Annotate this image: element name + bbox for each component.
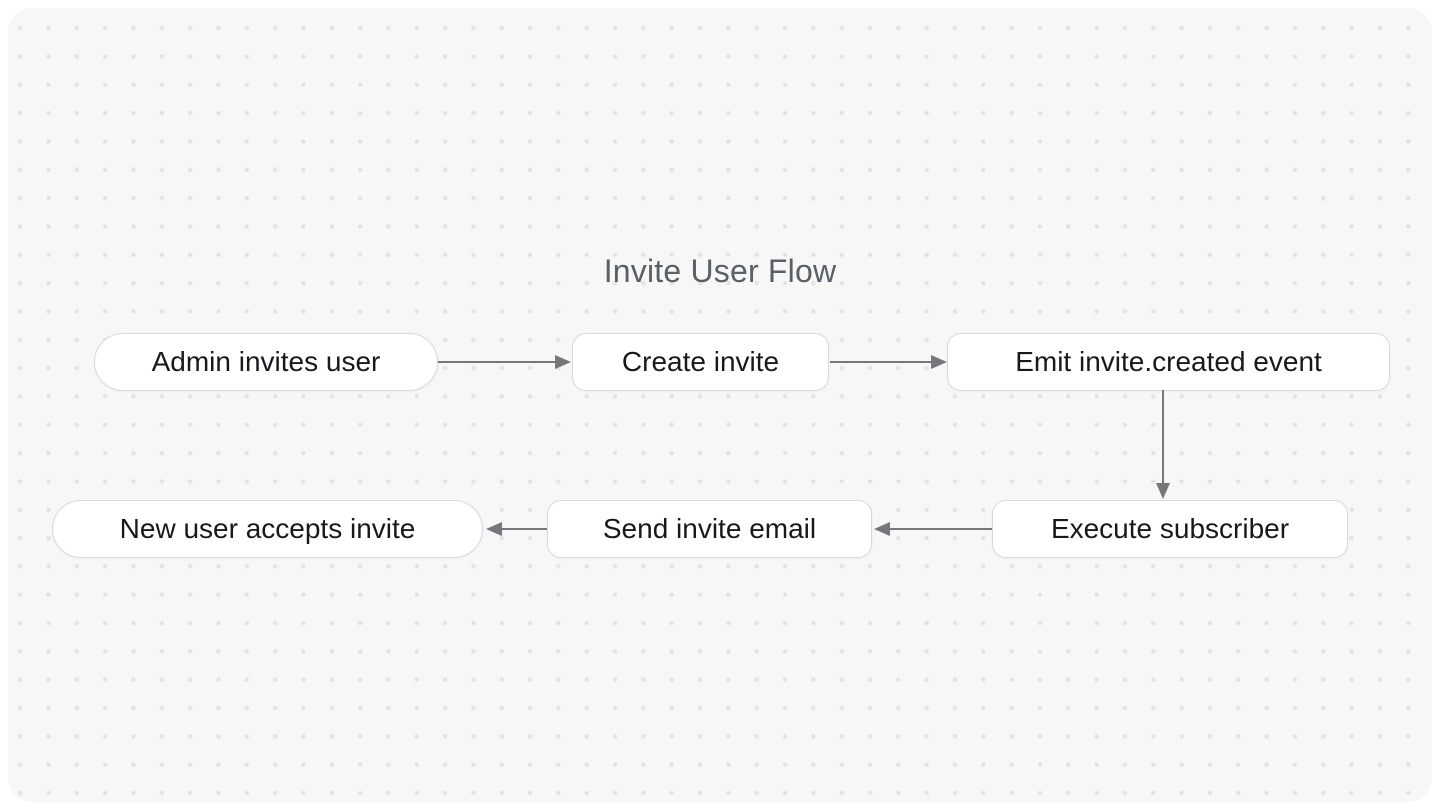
arrowhead-left-icon — [874, 522, 890, 536]
arrowhead-down-icon — [1156, 483, 1170, 499]
edge-emit-event-to-execute-subscriber — [1156, 390, 1170, 499]
node-admin-invites-user[interactable]: Admin invites user — [94, 333, 438, 391]
node-create-invite[interactable]: Create invite — [572, 333, 829, 391]
arrowhead-right-icon — [555, 355, 571, 369]
diagram-canvas[interactable]: Invite User Flow Admin invites user Crea… — [8, 8, 1432, 802]
edge-line — [1161, 390, 1165, 487]
diagram-title: Invite User Flow — [603, 253, 837, 289]
arrowhead-right-icon — [931, 355, 947, 369]
arrowhead-left-icon — [486, 522, 502, 536]
edge-line — [438, 360, 559, 364]
node-send-invite-email[interactable]: Send invite email — [547, 500, 872, 558]
edge-create-invite-to-emit-event — [830, 355, 947, 369]
node-new-user-accepts-invite[interactable]: New user accepts invite — [52, 500, 483, 558]
edge-line — [886, 527, 992, 531]
node-execute-subscriber[interactable]: Execute subscriber — [992, 500, 1348, 558]
edge-execute-subscriber-to-send-email — [874, 522, 992, 536]
edge-line — [830, 360, 935, 364]
node-emit-invite-created-event[interactable]: Emit invite.created event — [947, 333, 1390, 391]
edge-admin-to-create-invite — [438, 355, 571, 369]
edge-send-email-to-new-user — [486, 522, 547, 536]
edge-line — [498, 527, 547, 531]
